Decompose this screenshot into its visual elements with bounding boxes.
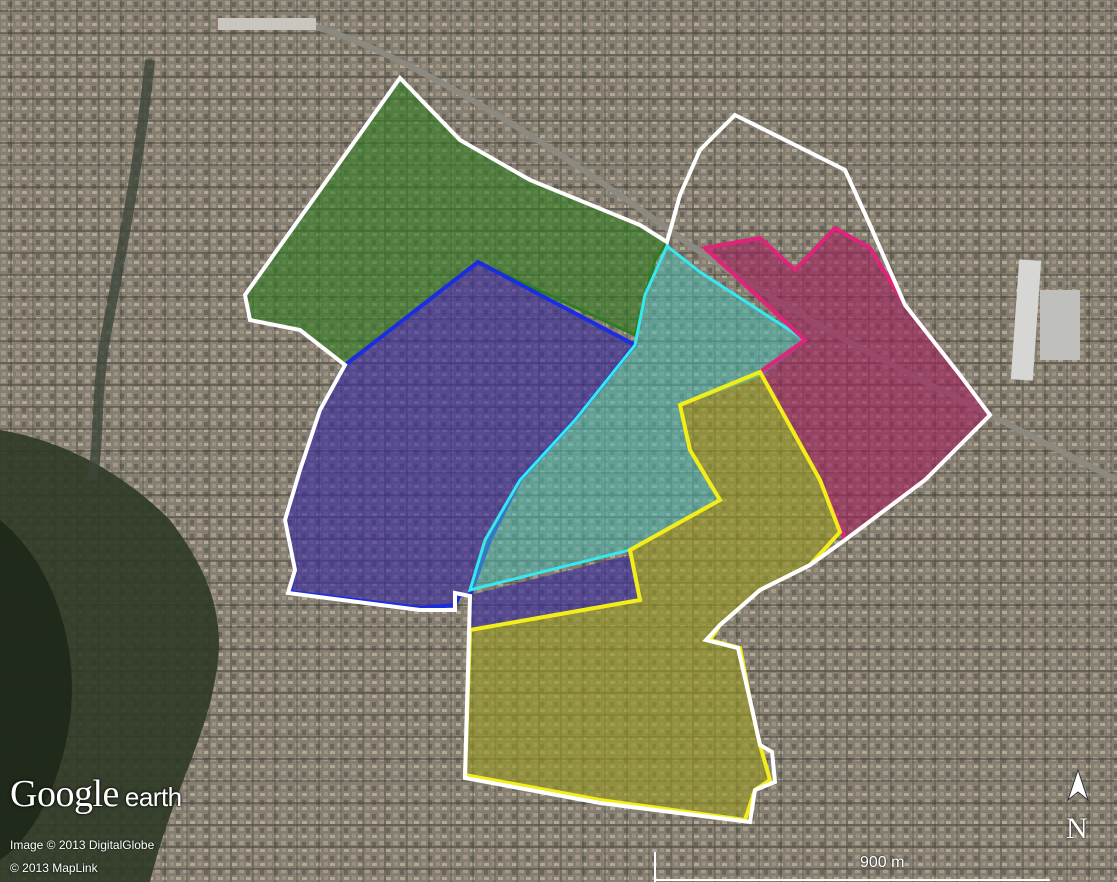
blue-region-south bbox=[470, 555, 640, 630]
outer-boundary bbox=[242, 74, 993, 825]
compass-label: N bbox=[1066, 812, 1088, 845]
brand-name: Google bbox=[10, 773, 119, 815]
tower-building bbox=[1010, 259, 1042, 381]
imagery-credit: Image © 2013 DigitalGlobe bbox=[10, 838, 155, 852]
mapdata-credit: © 2013 MapLink bbox=[10, 861, 98, 875]
dark-forest bbox=[0, 520, 72, 860]
north-arrow[interactable]: N bbox=[1058, 768, 1098, 858]
scale-label: 900 m bbox=[860, 854, 905, 871]
north-arrow-icon bbox=[1066, 768, 1090, 802]
brand-suffix: earth bbox=[124, 782, 182, 812]
canal bbox=[87, 59, 155, 481]
station-roof bbox=[218, 18, 316, 30]
tower-building bbox=[1040, 290, 1080, 360]
